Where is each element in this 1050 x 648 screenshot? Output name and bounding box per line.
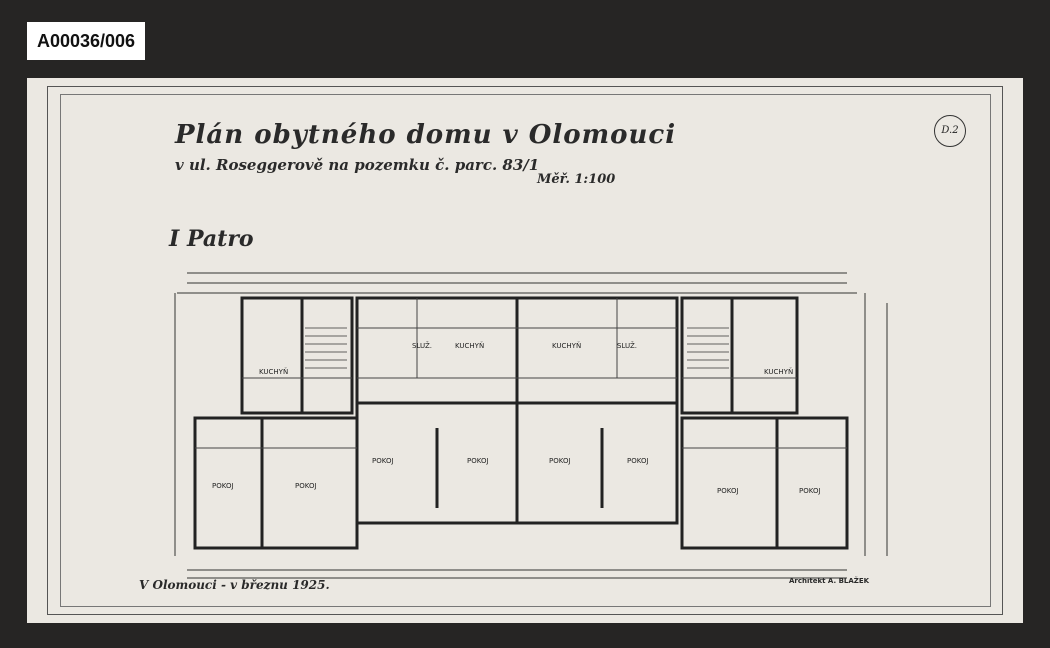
room-label-kitchen-center-right: KUCHYŇ	[552, 341, 581, 350]
staircase-right	[687, 327, 729, 369]
room-label-kitchen-right: KUCHYŇ	[764, 367, 793, 376]
floor-plan: KUCHYŇ KUCHYŇ KUCHYŇ KUCHYŇ SLUŽ. SLUŽ. …	[174, 272, 888, 579]
inner-border	[60, 94, 991, 607]
staircase-left	[305, 327, 347, 369]
room-label-service-right: SLUŽ.	[617, 341, 637, 350]
room-label-service-left: SLUŽ.	[412, 341, 432, 350]
room-label-room-7: POKOJ	[717, 487, 739, 495]
room-label-room-8: POKOJ	[799, 487, 821, 495]
room-label-kitchen-left: KUCHYŇ	[259, 367, 288, 376]
drawing-subtitle: v ul. Roseggerově na pozemku č. parc. 83…	[175, 156, 540, 174]
place-date-note: V Olomouci - v březnu 1925.	[139, 578, 330, 592]
architect-stamp: Architekt A. BLAŽEK	[789, 577, 870, 585]
drawing-title: Plán obytného domu v Olomouci	[175, 120, 677, 150]
room-label-room-4: POKOJ	[467, 457, 489, 465]
left-upper-walls	[240, 296, 354, 415]
room-label-room-2: POKOJ	[295, 482, 317, 490]
drawing-sheet: Plán obytného domu v Olomouci v ul. Rose…	[27, 78, 1023, 623]
outer-border	[47, 86, 1003, 615]
room-label-room-1: POKOJ	[212, 482, 234, 490]
room-label-room-6: POKOJ	[627, 457, 649, 465]
floor-label: I Patro	[169, 226, 254, 252]
room-label-kitchen-center-left: KUCHYŇ	[455, 341, 484, 350]
scale-label: Měř. 1:100	[537, 172, 616, 187]
room-label-room-5: POKOJ	[549, 457, 571, 465]
right-wing-walls	[680, 416, 849, 550]
sheet-number-badge: D.2	[934, 115, 966, 147]
room-label-room-3: POKOJ	[372, 457, 394, 465]
archive-label: A00036/006	[27, 22, 145, 60]
right-upper-walls	[680, 296, 799, 415]
